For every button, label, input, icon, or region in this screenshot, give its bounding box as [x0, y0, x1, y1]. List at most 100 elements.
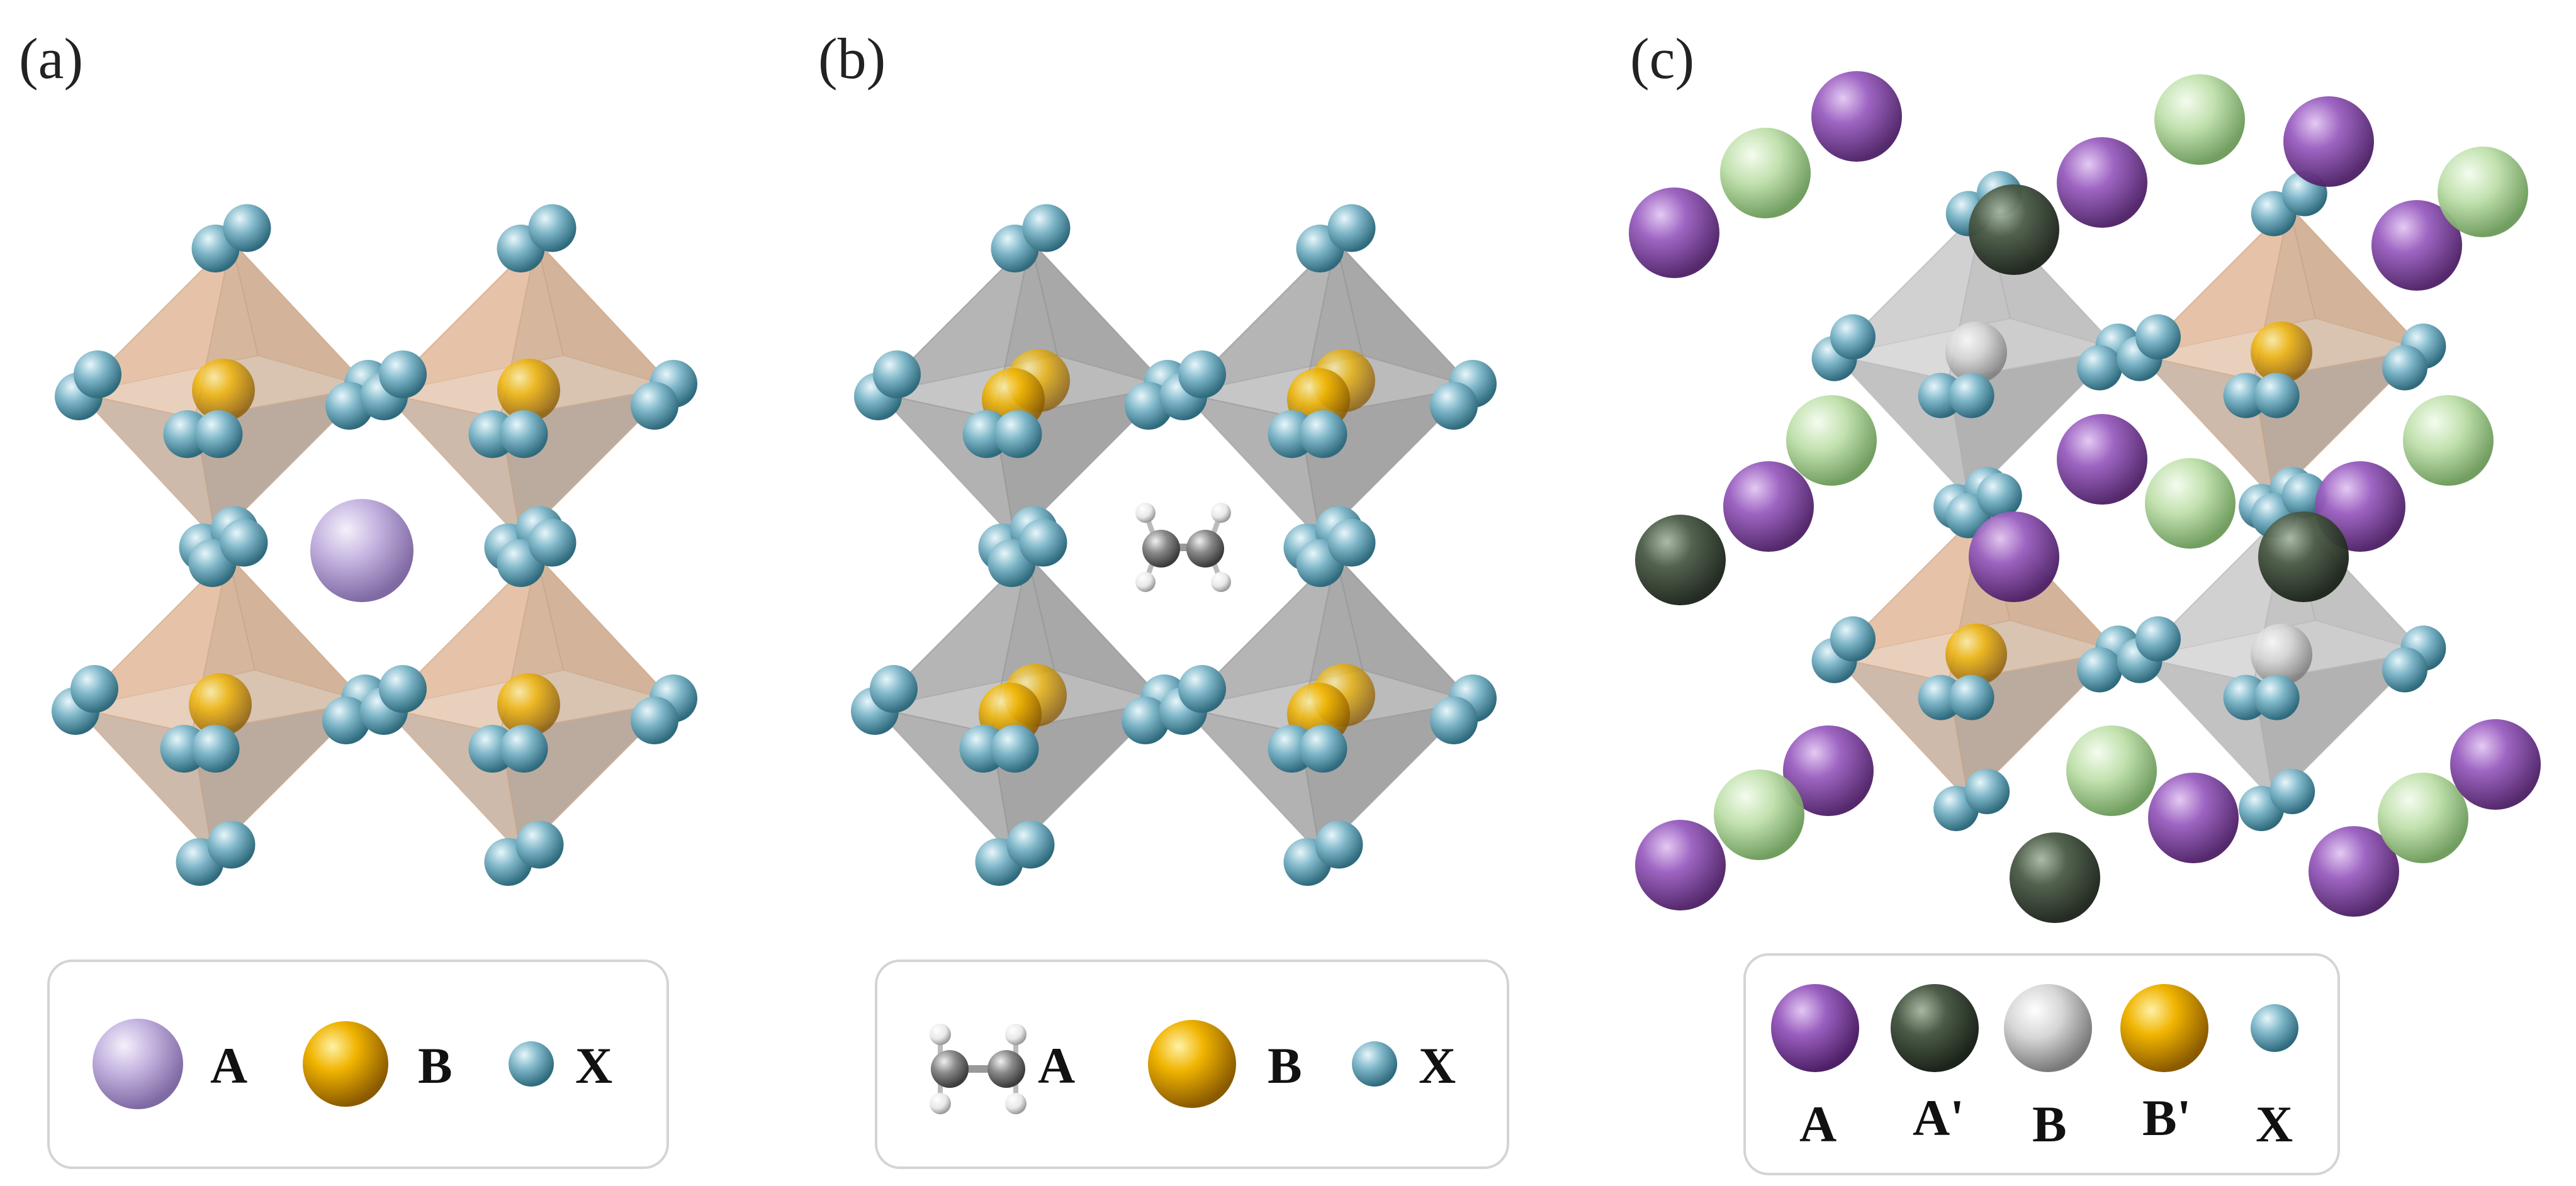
- x-atom: [2254, 372, 2300, 418]
- x-atom: [379, 350, 427, 398]
- x-atom: [1949, 372, 1994, 418]
- octahedron: [55, 204, 392, 571]
- x-atom: [528, 518, 577, 567]
- a-site-cation: [2258, 512, 2349, 602]
- x-atom: [1122, 696, 1169, 744]
- molecule-icon: [930, 1024, 1026, 1114]
- x-atom: [1830, 314, 1876, 360]
- x-atom: [2135, 314, 2181, 360]
- x-atom: [1178, 665, 1226, 713]
- a-site-cation: [2403, 395, 2494, 486]
- x-atom: [194, 410, 243, 458]
- lilac-sphere-icon: [93, 1019, 183, 1109]
- a-site-cation: [2057, 414, 2147, 505]
- legend-b-label-b: B: [1268, 1037, 1302, 1094]
- purple-sphere-icon: [1771, 984, 1859, 1072]
- legend-b-label-x: X: [1419, 1037, 1456, 1094]
- octahedron: [52, 518, 389, 886]
- x-atom: [500, 725, 548, 773]
- teal-sphere-icon: [2251, 1004, 2298, 1052]
- x-atom: [223, 204, 271, 252]
- legend-c-label-a-prime: A': [1913, 1089, 1964, 1146]
- a-site-cation: [1635, 820, 1726, 910]
- a-site-cation: [2154, 74, 2245, 165]
- carbon-atom: [1186, 530, 1224, 568]
- x-atom: [1022, 204, 1071, 252]
- legend-c-label-x: X: [2256, 1095, 2293, 1153]
- x-atom: [528, 204, 577, 252]
- gold-sphere-icon: [1148, 1020, 1236, 1108]
- x-atom: [1949, 674, 1994, 720]
- a-site-cation: [2371, 200, 2462, 291]
- x-atom: [2077, 345, 2122, 391]
- perovskite-structure-b: [851, 204, 1497, 886]
- legend-a: A B X: [47, 959, 669, 1169]
- a-site-cation: [1786, 395, 1877, 486]
- x-atom: [2077, 647, 2122, 693]
- perovskite-structure-a: [52, 204, 697, 886]
- x-atom: [873, 350, 921, 398]
- legend-c-label-b: B: [2032, 1095, 2067, 1153]
- x-atom: [1430, 696, 1478, 744]
- a-site-cation: [2309, 826, 2399, 917]
- x-atom: [870, 665, 918, 713]
- x-atom: [631, 382, 678, 430]
- x-atom: [994, 410, 1042, 458]
- hydrogen-atom: [1135, 503, 1156, 523]
- x-atom: [631, 696, 678, 744]
- x-atom: [322, 696, 370, 744]
- legend-a-label-b: B: [418, 1037, 453, 1094]
- a-site-cation: [310, 499, 413, 602]
- a-site-cation: [1811, 71, 1902, 162]
- x-atom: [2269, 769, 2315, 815]
- b-atom: [189, 673, 252, 736]
- hydrogen-atom: [1211, 572, 1231, 592]
- x-atom: [991, 725, 1039, 773]
- a-site-cation: [2148, 773, 2239, 863]
- b-atom: [2251, 624, 2312, 685]
- x-atom: [2382, 345, 2427, 391]
- x-atom: [1178, 350, 1226, 398]
- gold-sphere-icon: [2120, 984, 2208, 1072]
- x-atom: [1327, 518, 1376, 567]
- darkgreen-sphere-icon: [1891, 984, 1979, 1072]
- panel-b: (b) A B X: [799, 0, 1599, 1186]
- x-atom: [1299, 725, 1347, 773]
- panel-c: (c) A A' B B' X: [1611, 0, 2576, 1186]
- x-atom: [207, 820, 256, 869]
- legend-c-label-b-prime: B': [2142, 1089, 2191, 1146]
- panel-label-c: (c): [1630, 26, 1695, 91]
- teal-sphere-icon: [509, 1041, 554, 1087]
- x-atom: [1976, 473, 2022, 518]
- x-atom: [500, 410, 548, 458]
- panel-a: (a) A B X: [0, 0, 793, 1186]
- gold-sphere-icon: [303, 1021, 388, 1107]
- b-atom: [2251, 322, 2312, 383]
- x-atom: [70, 665, 118, 713]
- x-atom: [1299, 410, 1347, 458]
- b-atom: [1945, 624, 2007, 685]
- x-atom: [1006, 820, 1055, 869]
- octahedron: [360, 518, 697, 886]
- a-site-cation: [1720, 128, 1811, 218]
- x-atom: [1830, 616, 1876, 662]
- a-site-cation: [2438, 147, 2528, 237]
- octahedron: [1159, 204, 1497, 571]
- a-site-cation: [2057, 137, 2147, 228]
- x-atom: [1019, 518, 1067, 567]
- x-atom: [220, 518, 268, 567]
- legend-c-label-a: A: [1799, 1095, 1836, 1153]
- a-site-cation: [1723, 461, 1814, 552]
- x-atom: [2254, 674, 2300, 720]
- legend-a-label-x: X: [575, 1037, 612, 1094]
- legend-b: A B X: [875, 959, 1509, 1169]
- a-site-cation: [2066, 725, 2157, 816]
- x-atom: [1964, 769, 2010, 815]
- teal-sphere-icon: [1352, 1041, 1397, 1087]
- octahedron: [360, 204, 697, 571]
- legend-c: A A' B B' X: [1743, 953, 2340, 1175]
- b-atom: [1945, 322, 2007, 383]
- x-atom: [1327, 204, 1376, 252]
- x-atom: [379, 665, 427, 713]
- a-site-molecule: [1135, 503, 1231, 592]
